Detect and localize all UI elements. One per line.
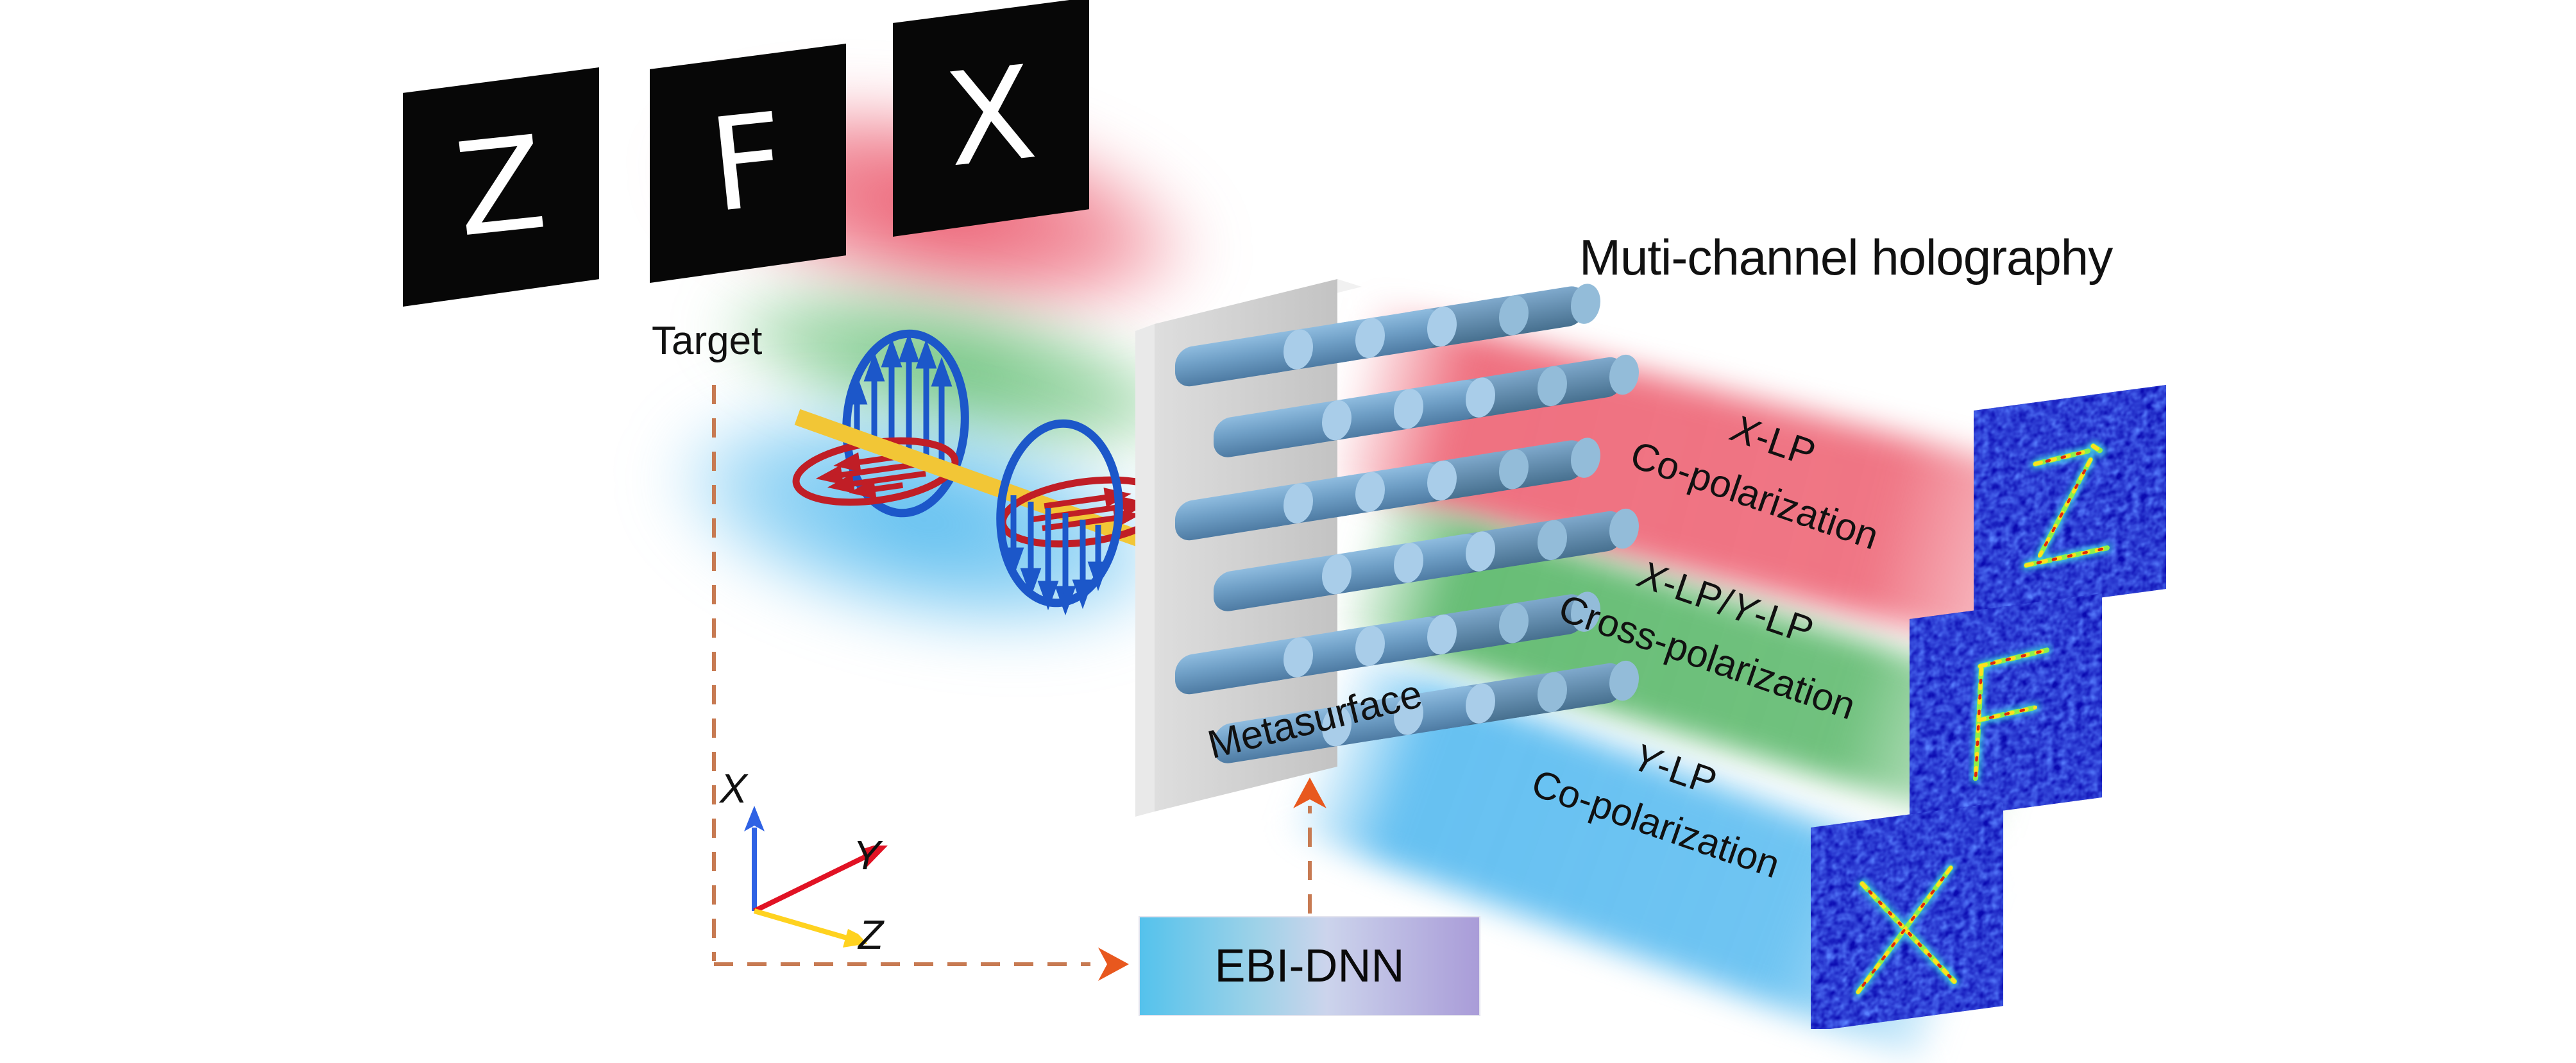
dashed-connector-target-to-dnn [712, 385, 1090, 966]
x-axis-label: X [720, 765, 747, 812]
label-suffix: -LP [1748, 592, 1819, 652]
target-card-letter: F [703, 85, 793, 241]
diagram-canvas [712, 279, 2166, 1029]
axes-gizmo [744, 806, 888, 948]
hologram-panel-z [1974, 384, 2166, 615]
label-suffix: -LP [1651, 743, 1722, 804]
y-axis-label: Y [853, 832, 881, 878]
z-axis-arrowhead-icon [843, 929, 867, 948]
arrowhead-up-icon [1293, 778, 1326, 808]
target-card-f: F [650, 44, 846, 283]
hologram-panel-f [1910, 593, 2102, 823]
label-suffix: -LP [1750, 414, 1821, 475]
y-axis-arrowhead-icon [861, 846, 888, 867]
target-card-letter: X [939, 37, 1043, 196]
speckle-noise [1910, 593, 2102, 823]
z-axis-arrow [753, 908, 848, 940]
dashed-connector-dnn-to-metasurface [1293, 778, 1326, 914]
arrowhead-right-icon [1098, 948, 1129, 981]
target-card-x: X [893, 0, 1089, 237]
target-card-z: Z [403, 67, 599, 307]
z-axis-label: Z [858, 912, 884, 958]
target-label: Target [652, 319, 763, 363]
target-card-letter: Z [449, 107, 553, 266]
y-axis-arrow [753, 855, 866, 914]
page-title: Muti-channel holography [1579, 229, 2113, 285]
figure-root: { "figure": { "title": "Muti-channel hol… [403, 0, 2166, 1063]
slab-left-face [1135, 324, 1155, 817]
x-axis-arrowhead-icon [744, 806, 765, 831]
ebi-dnn-box: EBI-DNN [1139, 916, 1480, 1016]
ebi-dnn-label: EBI-DNN [1214, 940, 1405, 992]
